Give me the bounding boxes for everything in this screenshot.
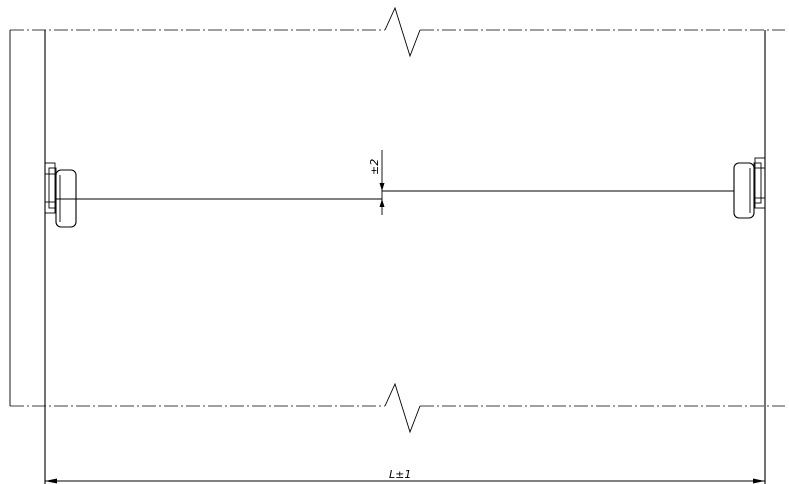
right-wheel-assembly bbox=[733, 157, 766, 219]
offset-dimension bbox=[379, 150, 385, 215]
left-wheel bbox=[55, 169, 77, 228]
right-wheel bbox=[733, 162, 755, 219]
left-wheel-assembly bbox=[44, 162, 77, 228]
top-rail-centerline bbox=[10, 6, 785, 58]
offset-tolerance-label: ±2 bbox=[368, 159, 381, 175]
span-dimension bbox=[45, 478, 765, 484]
bottom-rail-centerline bbox=[10, 382, 785, 434]
span-tolerance-label: L±1 bbox=[389, 468, 411, 481]
